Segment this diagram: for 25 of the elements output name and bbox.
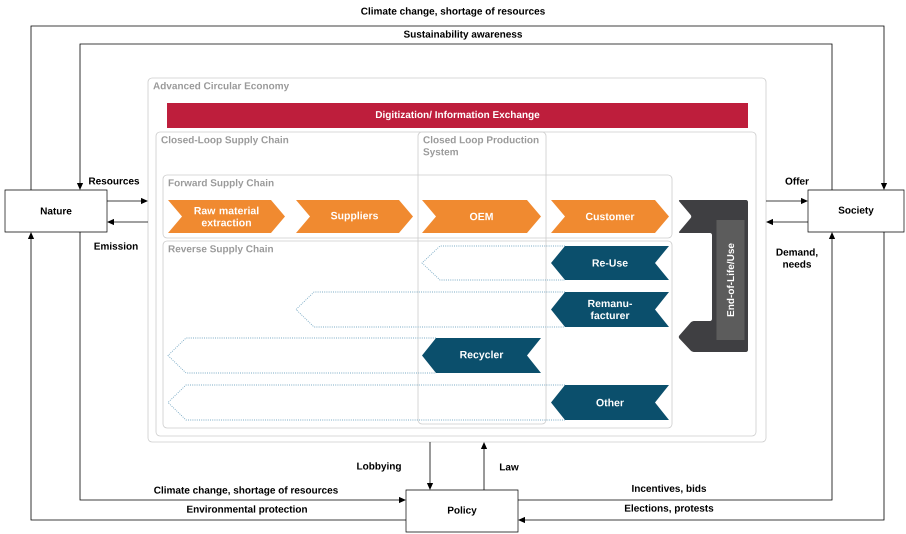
process-step: Re-Use bbox=[551, 246, 669, 280]
entity-box: Nature bbox=[4, 190, 108, 232]
edge-label: Elections, protests bbox=[623, 503, 715, 515]
edge-label: Resources bbox=[87, 176, 141, 186]
banner-bar: Digitization/ Information Exchange bbox=[167, 103, 748, 128]
process-step: OEM bbox=[422, 200, 541, 233]
entity-box: Society bbox=[808, 190, 904, 232]
edge-label: Emission bbox=[92, 241, 140, 251]
edge-label: Environmental protection bbox=[185, 504, 309, 516]
process-step: Recycler bbox=[422, 338, 541, 373]
process-step: Other bbox=[551, 385, 669, 420]
edge-label: Demand, needs bbox=[770, 247, 824, 269]
edge-label: Sustainability awareness bbox=[402, 29, 524, 41]
edge-label: Climate change, shortage of resources bbox=[360, 6, 546, 18]
edge-label: Offer bbox=[784, 176, 810, 186]
process-step: Suppliers bbox=[296, 200, 413, 233]
edge-label: Incentives, bids bbox=[630, 484, 708, 494]
process-step: Customer bbox=[551, 200, 669, 233]
entity-box: Policy bbox=[406, 490, 518, 532]
edge-label: Law bbox=[498, 462, 520, 472]
edge-label: Climate change, shortage of resources bbox=[152, 485, 340, 497]
process-step: Remanu-facturer bbox=[551, 292, 669, 327]
process-step: Raw material extraction bbox=[168, 200, 285, 233]
arrow bbox=[30, 26, 888, 190]
edge-label: Lobbying bbox=[356, 461, 402, 473]
